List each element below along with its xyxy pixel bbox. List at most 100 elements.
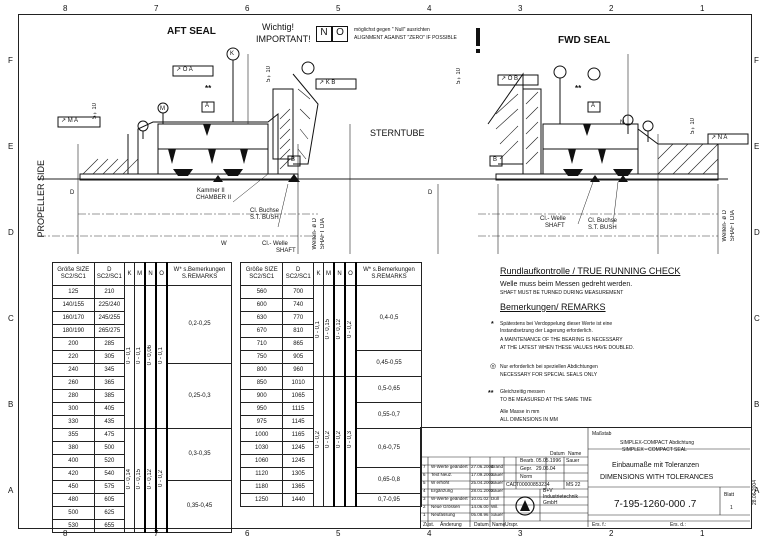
fwd-welle-label: Cl.- Welle — [540, 216, 566, 222]
right-table-w-value: 0,4-0,5 — [355, 285, 422, 351]
zone-number: 7 — [154, 4, 159, 13]
left-table-cell: 400 — [52, 454, 95, 468]
left-table-tolerance-n: 0 - 0,12 — [144, 428, 158, 533]
company-name: B+V Industrietechnik GmbH — [543, 488, 579, 506]
right-table-cell: 600 — [239, 298, 284, 312]
left-table-w-value: 0,2-0,25 — [166, 285, 233, 364]
ref-b-fwd: B — [493, 157, 498, 163]
right-table-cell: 1145 — [282, 415, 314, 429]
gepr-label: Gepr. — [520, 466, 533, 472]
star-marker: * — [491, 321, 494, 328]
dim-5-10-b: 5÷10 — [266, 66, 272, 83]
o-box: O — [332, 26, 348, 42]
name-col-header: Name — [492, 522, 506, 528]
cad-label: CAD — [506, 482, 517, 488]
fwd-shaft-dia: SHAFT DIA — [730, 210, 736, 242]
right-table-tolerance-n: 0 - 0,2 — [332, 376, 346, 507]
aft-shaft-dia: SHAFT DIA — [320, 218, 326, 250]
datum-header: Datum — [474, 522, 489, 528]
right-table-header-cell: K — [312, 262, 324, 286]
right-table-header-cell: D SC2/SC1 — [282, 262, 314, 286]
revision-cell: Sauer — [491, 472, 504, 477]
revision-cell: 1 — [423, 512, 426, 517]
left-table-cell: 160/170 — [52, 311, 95, 325]
dim-5-10-c: 5÷10 — [456, 68, 462, 85]
left-table-cell: 450 — [52, 480, 95, 494]
right-table-cell: 1440 — [282, 493, 314, 507]
name-header: Name — [568, 451, 582, 457]
null-note-de: möglichst gegen " Null" ausrichten — [354, 27, 430, 33]
right-table-header-cell: N — [332, 262, 346, 286]
revision-cell: Brand — [491, 464, 504, 469]
n-box: N — [316, 26, 332, 42]
right-table-cell: 1000 — [239, 428, 284, 442]
left-table-cell: 540 — [93, 467, 126, 481]
aft-wellen-dia: Wellen- ø D — [312, 218, 318, 250]
left-table-cell: 285 — [93, 337, 126, 351]
revision-cell: 2 — [423, 504, 426, 509]
fwd-buchse-label: Cl. Buchse — [588, 218, 618, 224]
revision-cell: 27.06.2004 — [471, 464, 494, 469]
right-table-cell: 850 — [239, 376, 284, 390]
left-table-header-cell: M — [134, 262, 146, 286]
left-table-tolerance-m: 0 - 0,15 — [134, 428, 146, 533]
zone-letter: E — [8, 142, 14, 151]
tol-frame-m-a: ↗ M A — [61, 118, 79, 124]
left-table-cell: 345 — [93, 363, 126, 377]
left-table-cell: 240 — [52, 363, 95, 377]
kammer-label: Kammer II — [197, 188, 225, 194]
left-table-cell: 435 — [93, 415, 126, 429]
gauge-m-label: M — [160, 106, 165, 112]
left-table-tolerance-k: 0 - 0,14 — [124, 428, 136, 533]
left-table-cell: 210 — [93, 285, 126, 299]
right-table-tolerance-n: 0 - 0,12 — [332, 285, 346, 377]
right-table-cell: 1060 — [239, 454, 284, 468]
left-table-header-cell: W* s.Bemerkungen S.REMARKS — [166, 262, 233, 286]
massstab-label: Maßstab — [592, 431, 612, 437]
right-table-w-value: 0,6-0,75 — [355, 428, 422, 468]
zone-number: 1 — [700, 529, 705, 538]
ref-a-aft: A — [205, 103, 210, 109]
tol-frame-o-b: ↗ O B — [501, 76, 519, 82]
right-table-w-value: 0,7-0,95 — [355, 493, 422, 507]
left-table-cell: 225/240 — [93, 298, 126, 312]
left-table-w-value: 0,25-0,3 — [166, 363, 233, 429]
zone-number: 2 — [609, 4, 614, 13]
revision-cell: 5 — [423, 480, 426, 485]
dim-5-10-d: 5÷10 — [690, 118, 696, 135]
left-table-header-cell: D SC2/SC1 — [93, 262, 126, 286]
double-star-marker: ** — [488, 390, 494, 397]
zone-letter: B — [754, 400, 760, 409]
remark-shaft-en: SHAFT MUST BE TURNED DURING MEASUREMENT — [500, 290, 624, 296]
zone-number: 7 — [154, 529, 159, 538]
left-table-cell: 365 — [93, 376, 126, 390]
revision-cell: 28.01.2002 — [471, 488, 494, 493]
chamber-label: CHAMBER II — [196, 195, 232, 201]
revision-cell: W erhöht — [431, 480, 450, 485]
right-table-cell: 960 — [282, 363, 314, 377]
zone-number: 8 — [63, 4, 68, 13]
left-table-cell: 180/190 — [52, 324, 95, 338]
true-running-check-title: Rundlaufkontrolle / TRUE RUNNING CHECK — [500, 266, 681, 276]
zone-number: 6 — [245, 4, 250, 13]
left-table-cell: 405 — [93, 402, 126, 416]
zone-number: 3 — [518, 4, 523, 13]
left-table-cell: 280 — [52, 389, 95, 403]
aend-header: Änderung — [440, 522, 462, 528]
fwd-wellen-dia: Wellen- ø D — [722, 210, 728, 242]
right-table-cell: 1065 — [282, 389, 314, 403]
right-table-w-value: 0,45-0,55 — [355, 350, 422, 377]
zone-letter: F — [8, 56, 13, 65]
left-table-cell: 245/255 — [93, 311, 126, 325]
propeller-side-label: PROPELLER SIDE — [36, 160, 46, 238]
zust-header: Zust. — [423, 522, 435, 528]
